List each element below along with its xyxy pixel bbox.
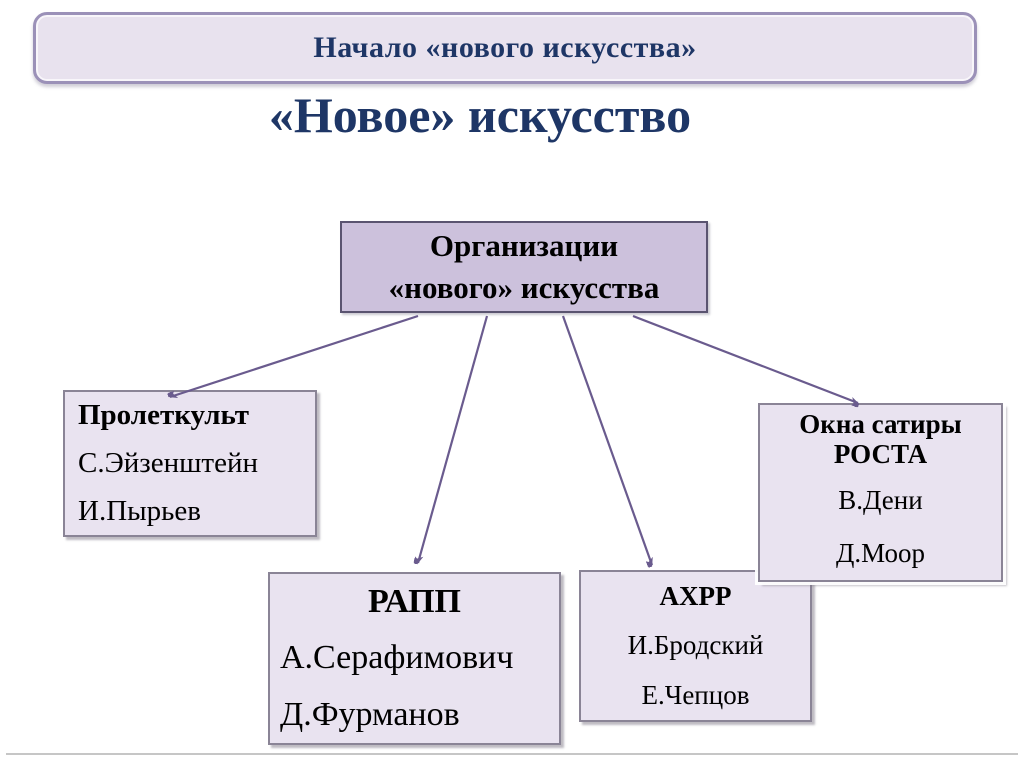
branch-box-proletkult: Пролеткульт С.Эйзенштейн И.Пырьев xyxy=(63,390,317,537)
member-name: А.Серафимович xyxy=(280,639,514,677)
arrow-to-rosta xyxy=(632,314,858,403)
branch-box-rosta: Окна сатиры РОСТА В.Дени Д.Моор xyxy=(758,403,1003,582)
branch-box-rapp: РАПП А.Серафимович Д.Фурманов xyxy=(268,572,561,745)
arrow-to-rapp xyxy=(418,315,489,563)
root-box-line-1: Организации xyxy=(429,228,619,263)
member-name: С.Эйзенштейн xyxy=(78,447,259,479)
branch-title: Пролеткульт xyxy=(78,399,250,432)
member-name: И.Бродский xyxy=(627,630,764,661)
branch-title-line-2: РОСТА xyxy=(833,439,928,470)
arrow-to-ahrr xyxy=(561,315,654,565)
branch-title-line-1: Окна сатиры xyxy=(799,409,962,440)
member-name: Д.Моор xyxy=(835,537,925,568)
member-name: Е.Чепцов xyxy=(641,679,750,710)
branch-box-ahrr: АХРР И.Бродский Е.Чепцов xyxy=(579,570,812,722)
member-name: В.Дени xyxy=(838,484,923,515)
page-title: «Новое» искусство xyxy=(268,87,692,143)
member-name: И.Пырьев xyxy=(78,494,201,527)
org-root-box: Организации «нового» искусства xyxy=(340,221,708,313)
branch-title: АХРР xyxy=(659,581,732,612)
branch-title: РАПП xyxy=(367,583,462,621)
member-name: Д.Фурманов xyxy=(280,695,460,733)
slide-bottom-divider xyxy=(6,753,1018,755)
root-box-line-2: «нового» искусства xyxy=(388,270,660,305)
header-banner: Начало «нового искусства» xyxy=(33,12,977,84)
arrow-to-proletkult xyxy=(170,314,419,399)
banner-label: Начало «нового искусства» xyxy=(313,31,697,64)
